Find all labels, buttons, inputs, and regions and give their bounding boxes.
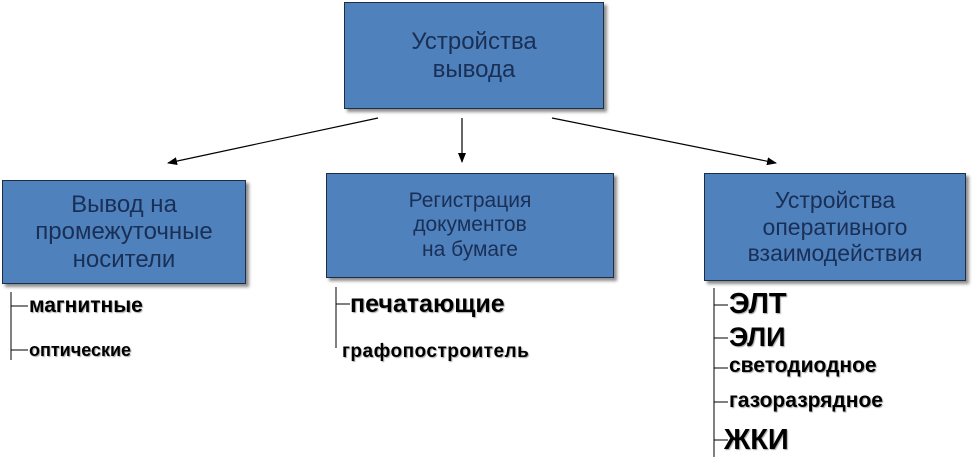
list-item-gas-discharge: газоразрядное xyxy=(729,389,883,412)
branch-node-paper-documents: Регистрация документов на бумаге xyxy=(326,173,614,278)
root-node-output-devices: Устройства вывода xyxy=(344,2,604,109)
arrow-to-left-branch xyxy=(167,117,379,166)
list-item-lcd: ЖКИ xyxy=(724,424,789,456)
list-item-optical: оптические xyxy=(29,340,132,360)
list-item-printing: печатающие xyxy=(350,290,505,318)
branch-node-intermediate-media: Вывод на промежуточные носители xyxy=(2,180,246,284)
list-item-crt: ЭЛТ xyxy=(729,288,787,320)
list-item-magnetic: магнитные xyxy=(29,294,143,317)
list-item-eli: ЭЛИ xyxy=(729,322,786,352)
branch-node-interactive-devices: Устройства оперативного взаимодействия xyxy=(704,173,966,281)
list-item-led: светодиодное xyxy=(729,354,877,377)
arrow-to-right-branch xyxy=(551,117,777,166)
list-item-plotter: графопостроитель xyxy=(342,341,530,362)
